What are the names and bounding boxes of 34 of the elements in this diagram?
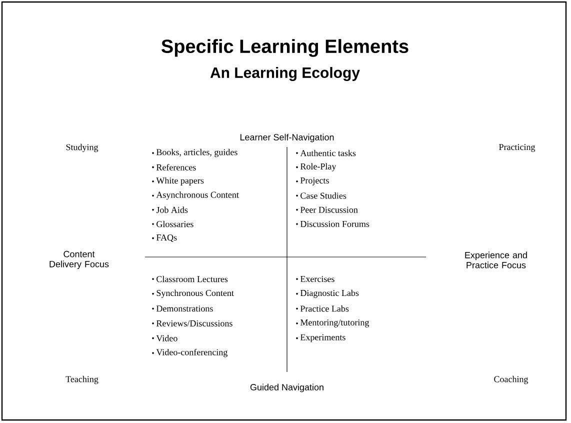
quadrant-label: Coaching [494,376,528,384]
list-item: Video [152,335,178,342]
list-item: Books, articles, guides [152,148,238,158]
list-item: References [152,164,196,170]
list-item: Discussion Forums [296,220,370,228]
list-item: Glossaries [152,220,194,228]
list-item: Mentoring/tutoring [296,319,370,328]
list-item: Asynchronous Content [152,192,239,200]
list-item: Authentic tasks [296,150,356,156]
title: Specific Learning Elements [162,39,408,57]
list-item: Job Aids [152,206,188,213]
list-item: Video-conferencing [152,348,228,358]
quadrant-label: Studying [66,144,98,152]
list-item: Classroom Lectures [152,276,228,282]
list-item: Demonstrations [152,306,213,312]
quadrant-label: Teaching [66,376,98,384]
list-item: Practice Labs [296,305,349,312]
quadrant-label: Practicing [499,144,536,152]
list-item: Experiments [296,334,346,342]
list-item: Synchronous Content [152,290,234,298]
list-item: Diagnostic Labs [296,290,359,298]
subtitle: An Learning Ecology [210,66,360,82]
axis-label: Learner Self-Navigation [240,134,334,142]
list-item: Case Studies [296,192,346,199]
list-item: Role-Play [296,163,336,172]
axis-label: Content Delivery Focus [50,250,109,270]
list-item: White papers [152,177,204,186]
list-item: Projects [296,177,329,186]
axis-label: Guided Navigation [250,384,324,392]
list-item: Peer Discussion [296,206,358,213]
axis-label: Experience and Practice Focus [465,252,527,268]
list-item: FAQs [152,234,177,242]
list-item: Exercises [296,276,334,282]
list-item: Reviews/Discussions [152,320,232,326]
